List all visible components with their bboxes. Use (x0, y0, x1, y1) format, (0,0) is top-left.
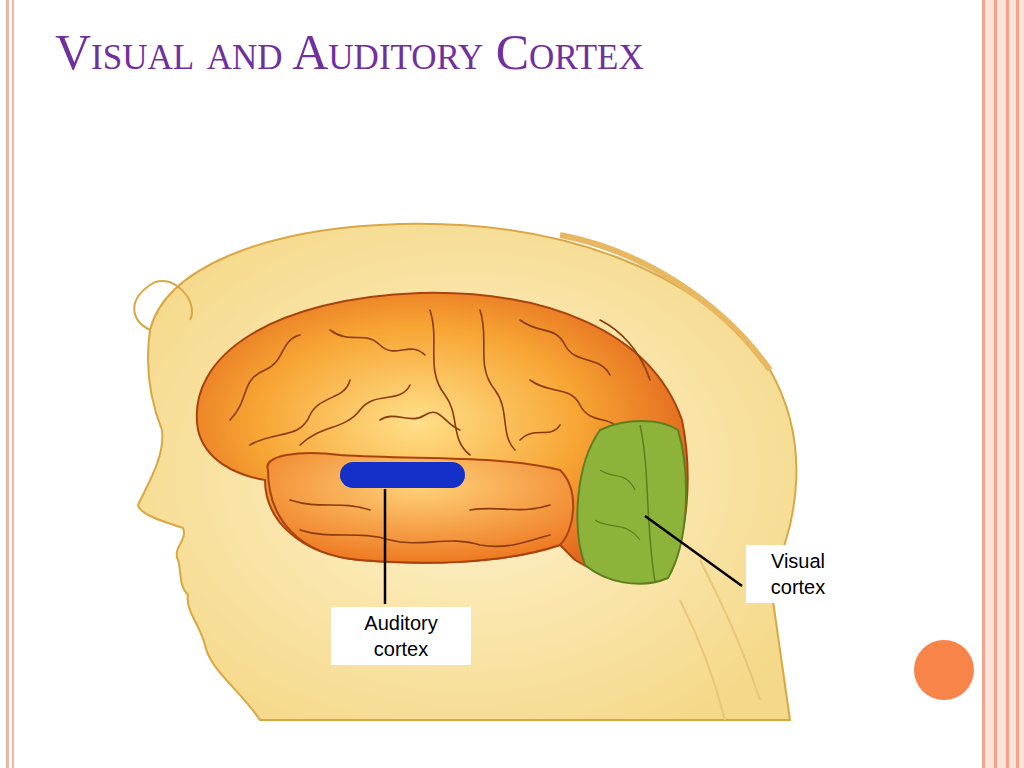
gyrus (380, 412, 460, 430)
frame-line (982, 0, 985, 768)
frame-line (1006, 0, 1009, 768)
auditory-cortex (340, 462, 465, 488)
part-label: Auditory cortex (331, 607, 471, 665)
gyrus (520, 320, 610, 375)
frame-line (6, 0, 9, 768)
part-label: Visual cortex (746, 545, 850, 603)
gyrus (300, 385, 410, 445)
frame-line (1016, 0, 1019, 768)
gyrus (330, 330, 425, 355)
frame-line (12, 0, 14, 768)
visual-cortex (577, 421, 686, 584)
temporal-sulcus (290, 500, 550, 510)
frame-line (994, 0, 997, 768)
gyrus (250, 380, 350, 445)
temporal-sulcus (300, 530, 550, 546)
slide-dot (914, 640, 974, 700)
temporal-lobe (267, 453, 573, 563)
central-sulcus (430, 310, 470, 455)
gyrus (520, 425, 560, 440)
slide-title: Visual and Auditory Cortex (55, 22, 655, 82)
gyrus (230, 335, 300, 420)
leader-line (645, 516, 742, 586)
frame-band (982, 0, 1024, 768)
gyrus (480, 310, 515, 450)
hair-curl (134, 281, 192, 330)
visual-cortex-fold (640, 425, 655, 582)
gyrus (530, 380, 620, 430)
leader-line (384, 489, 387, 604)
head-outline (138, 224, 796, 720)
visual-cortex-fold (595, 470, 640, 540)
gyrus (600, 320, 650, 380)
